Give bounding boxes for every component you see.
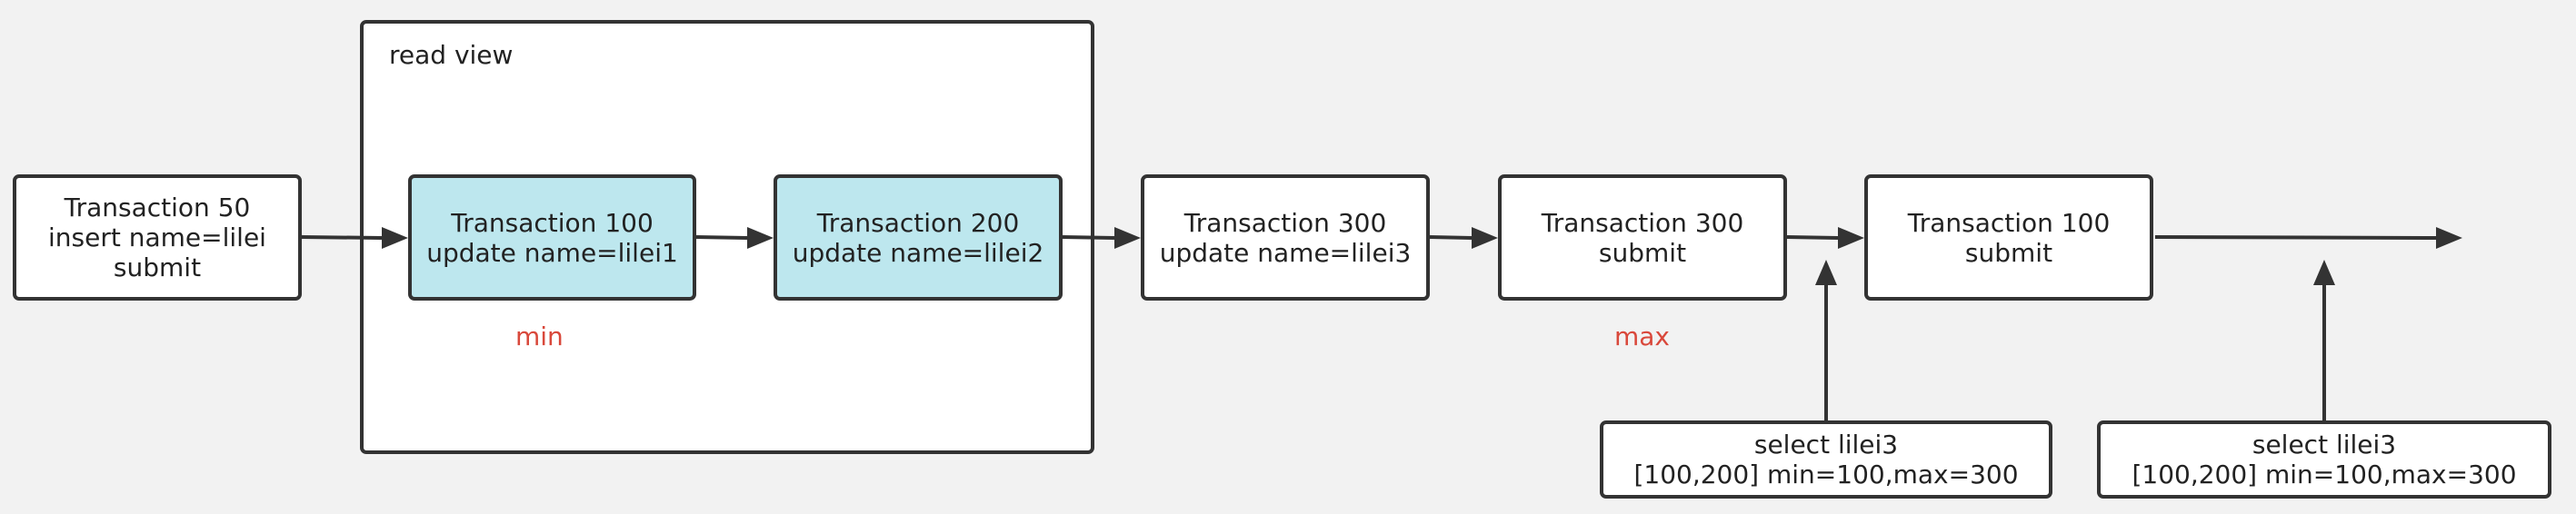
edge-t100-submit-to-end <box>2154 235 2437 240</box>
node-line: update name=lilei2 <box>792 237 1044 268</box>
node-transaction-50: Transaction 50 insert name=lilei submit <box>13 174 302 301</box>
node-line: Transaction 200 <box>816 207 1020 238</box>
node-select-1: select lilei3 [100,200] min=100,max=300 <box>1600 420 2052 499</box>
min-marker: min <box>515 321 564 351</box>
arrowhead-select2 <box>2313 260 2335 285</box>
node-line: [100,200] min=100,max=300 <box>1633 460 2019 489</box>
node-line: Transaction 300 <box>1183 207 1387 238</box>
arrowhead-select1 <box>1815 260 1837 285</box>
node-line: update name=lilei3 <box>1159 237 1412 268</box>
node-line: Transaction 100 <box>1907 207 2111 238</box>
node-line: Transaction 100 <box>451 207 654 238</box>
node-transaction-300-submit: Transaction 300 submit <box>1498 174 1787 301</box>
node-line: select lilei3 <box>2252 430 2397 460</box>
node-line: Transaction 300 <box>1541 207 1744 238</box>
node-transaction-200: Transaction 200 update name=lilei2 <box>774 174 1063 301</box>
node-transaction-300-update: Transaction 300 update name=lilei3 <box>1141 174 1430 301</box>
read-view-label: read view <box>389 40 514 70</box>
node-line: submit <box>1964 237 2053 268</box>
node-line: select lilei3 <box>1753 430 1899 460</box>
arrowhead-t100-submit <box>1838 227 1864 249</box>
arrowhead-end <box>2436 227 2462 249</box>
arrowhead-t300-submit <box>1472 227 1498 249</box>
node-select-2: select lilei3 [100,200] min=100,max=300 <box>2097 420 2551 499</box>
edge-t300-submit-to-t100-submit <box>1786 235 1839 240</box>
edge-t300-to-t300-submit <box>1429 235 1473 240</box>
node-line: submit <box>1598 237 1687 268</box>
node-line: insert name=lilei <box>48 222 266 252</box>
node-transaction-100-submit: Transaction 100 submit <box>1864 174 2153 301</box>
max-marker: max <box>1614 321 1671 351</box>
node-line: update name=lilei1 <box>426 237 678 268</box>
node-line: Transaction 50 <box>64 193 251 222</box>
node-line: [100,200] min=100,max=300 <box>2132 460 2517 489</box>
node-line: submit <box>113 252 202 282</box>
node-transaction-100: Transaction 100 update name=lilei1 <box>408 174 696 301</box>
arrowhead-t300 <box>1114 227 1141 249</box>
